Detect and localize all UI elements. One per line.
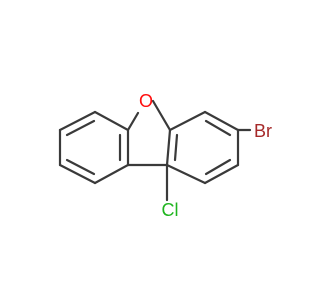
bond: [165, 163, 207, 185]
double-bond-inner: [65, 119, 96, 137]
molecule-structure: O Br Cl: [58, 91, 272, 220]
double-bond-inner: [173, 133, 179, 162]
double-bond-inner: [65, 158, 96, 176]
bond: [151, 99, 172, 132]
bond: [203, 163, 240, 185]
bond: [93, 163, 130, 185]
double-bond-inner: [204, 158, 232, 176]
bond: [58, 110, 97, 132]
oxygen-atom-label: O: [139, 91, 153, 111]
bromine-atom-label: Br: [254, 121, 272, 141]
bond: [203, 110, 240, 132]
double-bond-inner: [204, 119, 232, 137]
bond: [93, 110, 130, 132]
chlorine-atom-label: Cl: [162, 200, 179, 220]
bond: [126, 111, 140, 132]
bond: [165, 128, 172, 167]
bond: [58, 163, 97, 185]
bond: [168, 110, 207, 132]
